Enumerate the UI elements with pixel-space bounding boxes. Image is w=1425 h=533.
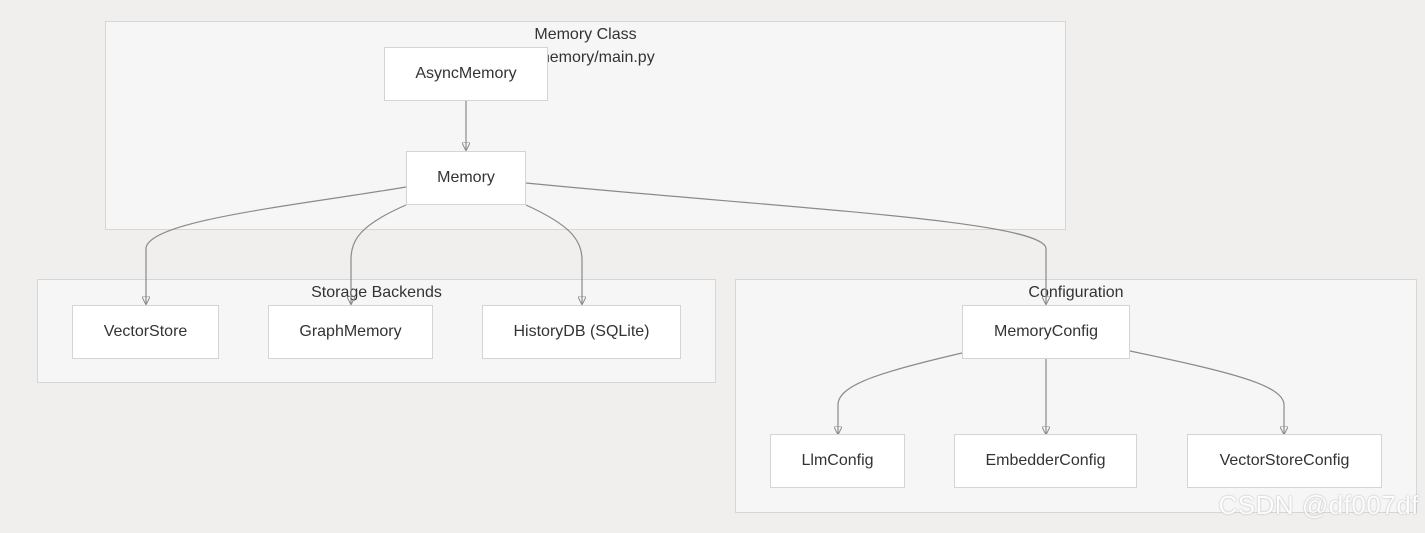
- node-memory-config[interactable]: MemoryConfig: [962, 305, 1130, 359]
- node-llm-config[interactable]: LlmConfig: [770, 434, 905, 488]
- node-memory[interactable]: Memory: [406, 151, 526, 205]
- node-vector-store-config[interactable]: VectorStoreConfig: [1187, 434, 1382, 488]
- node-graph-memory[interactable]: GraphMemory: [268, 305, 433, 359]
- node-history-db[interactable]: HistoryDB (SQLite): [482, 305, 681, 359]
- group-memory-class-title: Memory Class: [534, 26, 637, 43]
- group-storage-backends-title: Storage Backends: [311, 284, 442, 301]
- node-async-memory[interactable]: AsyncMemory: [384, 47, 548, 101]
- group-configuration-title: Configuration: [1028, 284, 1124, 301]
- watermark: CSDN @df007df: [1218, 490, 1419, 520]
- node-embedder-config[interactable]: EmbedderConfig: [954, 434, 1137, 488]
- group-memory-class-subtitle: /memory/main.py: [532, 49, 655, 66]
- node-vector-store[interactable]: VectorStore: [72, 305, 219, 359]
